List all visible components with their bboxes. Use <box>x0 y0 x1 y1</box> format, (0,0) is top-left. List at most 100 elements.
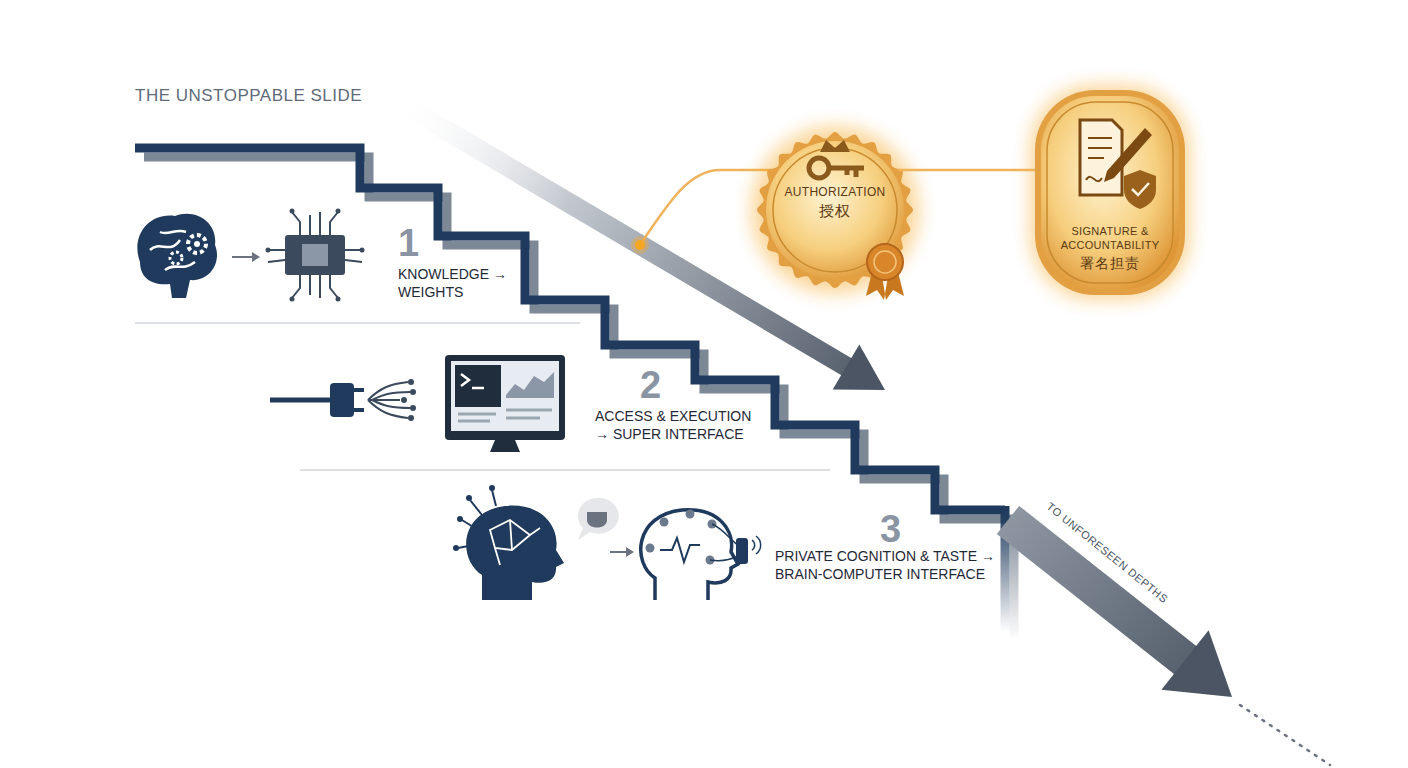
signal-dot <box>408 415 414 421</box>
direction-note: TO UNFORESEEN DEPTHS <box>1043 500 1170 606</box>
brain-wave <box>660 538 700 562</box>
wireless-signal <box>752 536 761 554</box>
badge-glow <box>1030 85 1190 300</box>
flow-arrow <box>610 551 628 553</box>
electrode <box>646 544 655 553</box>
badge-rim <box>1035 90 1185 295</box>
badge-title: SIGNATURE & ACCOUNTABILITY <box>1057 225 1163 253</box>
node-dot <box>466 495 472 501</box>
flow-arrow <box>232 256 254 258</box>
monitor-screen <box>451 361 559 431</box>
wax-seal-ring <box>874 251 896 273</box>
step-label: ACCESS & EXECUTION → SUPER INTERFACE <box>595 408 767 443</box>
separator <box>135 322 580 324</box>
signature-badge: SIGNATURE & ACCOUNTABILITY 署名担责 <box>1035 90 1185 295</box>
trace-dot <box>266 248 271 253</box>
tongue <box>587 512 607 528</box>
authorization-badge <box>751 126 919 300</box>
neural-network <box>490 520 540 565</box>
electrode-wires <box>710 524 738 561</box>
monitor-frame <box>445 355 565 440</box>
wax-seal <box>867 244 903 280</box>
signal-dot <box>401 397 407 403</box>
chip-core <box>302 244 328 266</box>
chip-body <box>285 235 345 275</box>
head-outline <box>641 510 738 600</box>
trace-dot <box>336 209 341 214</box>
terminal-pane <box>455 365 501 407</box>
terminal-prompt <box>461 374 484 388</box>
signal-lines <box>368 382 410 418</box>
taste-bubble <box>578 498 619 540</box>
gear-hub <box>194 241 200 247</box>
electrode <box>660 518 669 527</box>
head-profile <box>466 506 564 600</box>
document-icon <box>1080 120 1122 195</box>
screen-chart <box>506 372 554 398</box>
depth-arrow-head <box>1161 630 1232 697</box>
plug-body <box>330 383 354 417</box>
leader-glow <box>631 236 649 254</box>
badge-title: AUTHORIZATION <box>782 185 888 200</box>
shield-check <box>1132 183 1149 195</box>
network-tendrils <box>458 490 496 548</box>
bci-head-icon <box>641 510 761 601</box>
slide-arrow-head <box>833 345 885 390</box>
electrode <box>686 510 695 519</box>
flow-arrow-head <box>252 252 260 262</box>
separator <box>300 469 830 471</box>
connector-line <box>898 169 1035 172</box>
step-number: 1 <box>398 220 438 268</box>
badge-subtitle: 授权 <box>782 202 888 221</box>
key-bow <box>809 158 829 178</box>
authorization-badge: AUTHORIZATION 授权 <box>760 135 910 285</box>
monitor-icon <box>445 355 565 452</box>
badge-face <box>766 141 904 279</box>
leader-dot <box>635 240 645 250</box>
screen-lines <box>458 410 552 421</box>
badge-face <box>1041 96 1179 289</box>
gear <box>170 252 182 264</box>
trace-dot <box>290 297 295 302</box>
brain-shape <box>137 214 217 298</box>
step-label: PRIVATE COGNITION & TASTE → BRAIN-COMPUT… <box>775 548 997 583</box>
signal-dot <box>408 379 414 385</box>
trace-dot <box>336 297 341 302</box>
cable <box>270 398 332 403</box>
node-dot <box>453 545 459 551</box>
node-dot <box>489 485 495 491</box>
gear <box>188 235 206 253</box>
badge-ring <box>1047 102 1173 283</box>
chip-traces <box>268 212 362 298</box>
shield-icon <box>1124 170 1156 209</box>
signature-badge <box>1030 85 1190 300</box>
trace-dot <box>360 248 365 253</box>
speech-bubble <box>578 498 619 540</box>
signal-dot <box>410 405 416 411</box>
flow-arrow-head <box>626 547 634 557</box>
crown-icon <box>820 140 850 152</box>
plug-icon <box>270 379 416 421</box>
plug-prongs <box>354 390 364 410</box>
network-head-icon <box>453 485 564 600</box>
badge-ring <box>773 148 897 272</box>
chip-icon <box>266 209 365 302</box>
badge-glow <box>751 126 919 294</box>
node-dot <box>457 516 463 522</box>
key-shaft <box>829 168 864 177</box>
step-label: KNOWLEDGE → WEIGHTS <box>398 266 516 301</box>
step-number: 2 <box>640 362 680 410</box>
trace-dot <box>290 209 295 214</box>
diagram-title: THE UNSTOPPABLE SLIDE <box>135 86 362 106</box>
brain-icon <box>137 214 217 298</box>
bci-device <box>736 538 748 564</box>
badge-subtitle: 署名担责 <box>1057 255 1163 273</box>
step-number: 3 <box>880 506 920 554</box>
signal-dot <box>410 389 416 395</box>
monitor-stand <box>490 440 520 452</box>
dotted-trail <box>1240 705 1330 765</box>
badge-scallop <box>757 132 913 288</box>
